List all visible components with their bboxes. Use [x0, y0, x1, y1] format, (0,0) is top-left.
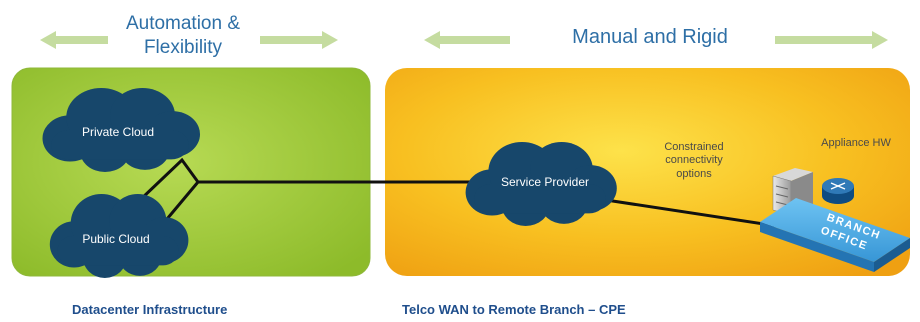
arrow-left-double-arrow-right — [260, 31, 338, 49]
public-cloud-label: Public Cloud — [82, 232, 149, 246]
arrow-right-right-arrow — [775, 31, 888, 49]
constrained-label-line3: options — [676, 168, 712, 180]
service-provider-label: Service Provider — [501, 175, 589, 189]
arrow-left-double-arrow — [40, 31, 108, 49]
connection-lines — [138, 157, 791, 230]
constrained-label-line2: connectivity — [665, 154, 723, 166]
heading-line1: Automation & — [125, 13, 241, 34]
caption-datacenter-infrastructure: Datacenter Infrastructure — [72, 302, 228, 317]
appliance-hw-label: Appliance HW — [821, 137, 891, 149]
heading-line2: Flexibility — [143, 37, 223, 58]
caption-telco-wan: Telco WAN to Remote Branch – CPE — [402, 302, 626, 317]
constrained-label-line1: Constrained — [664, 141, 723, 153]
heading-automation-flexibility: Automation & Flexibility — [108, 12, 258, 60]
private-cloud-label: Private Cloud — [82, 125, 154, 139]
heading-manual-rigid: Manual and Rigid — [572, 26, 728, 48]
router-icon — [822, 178, 854, 204]
arrow-right-left-arrow — [424, 31, 510, 49]
